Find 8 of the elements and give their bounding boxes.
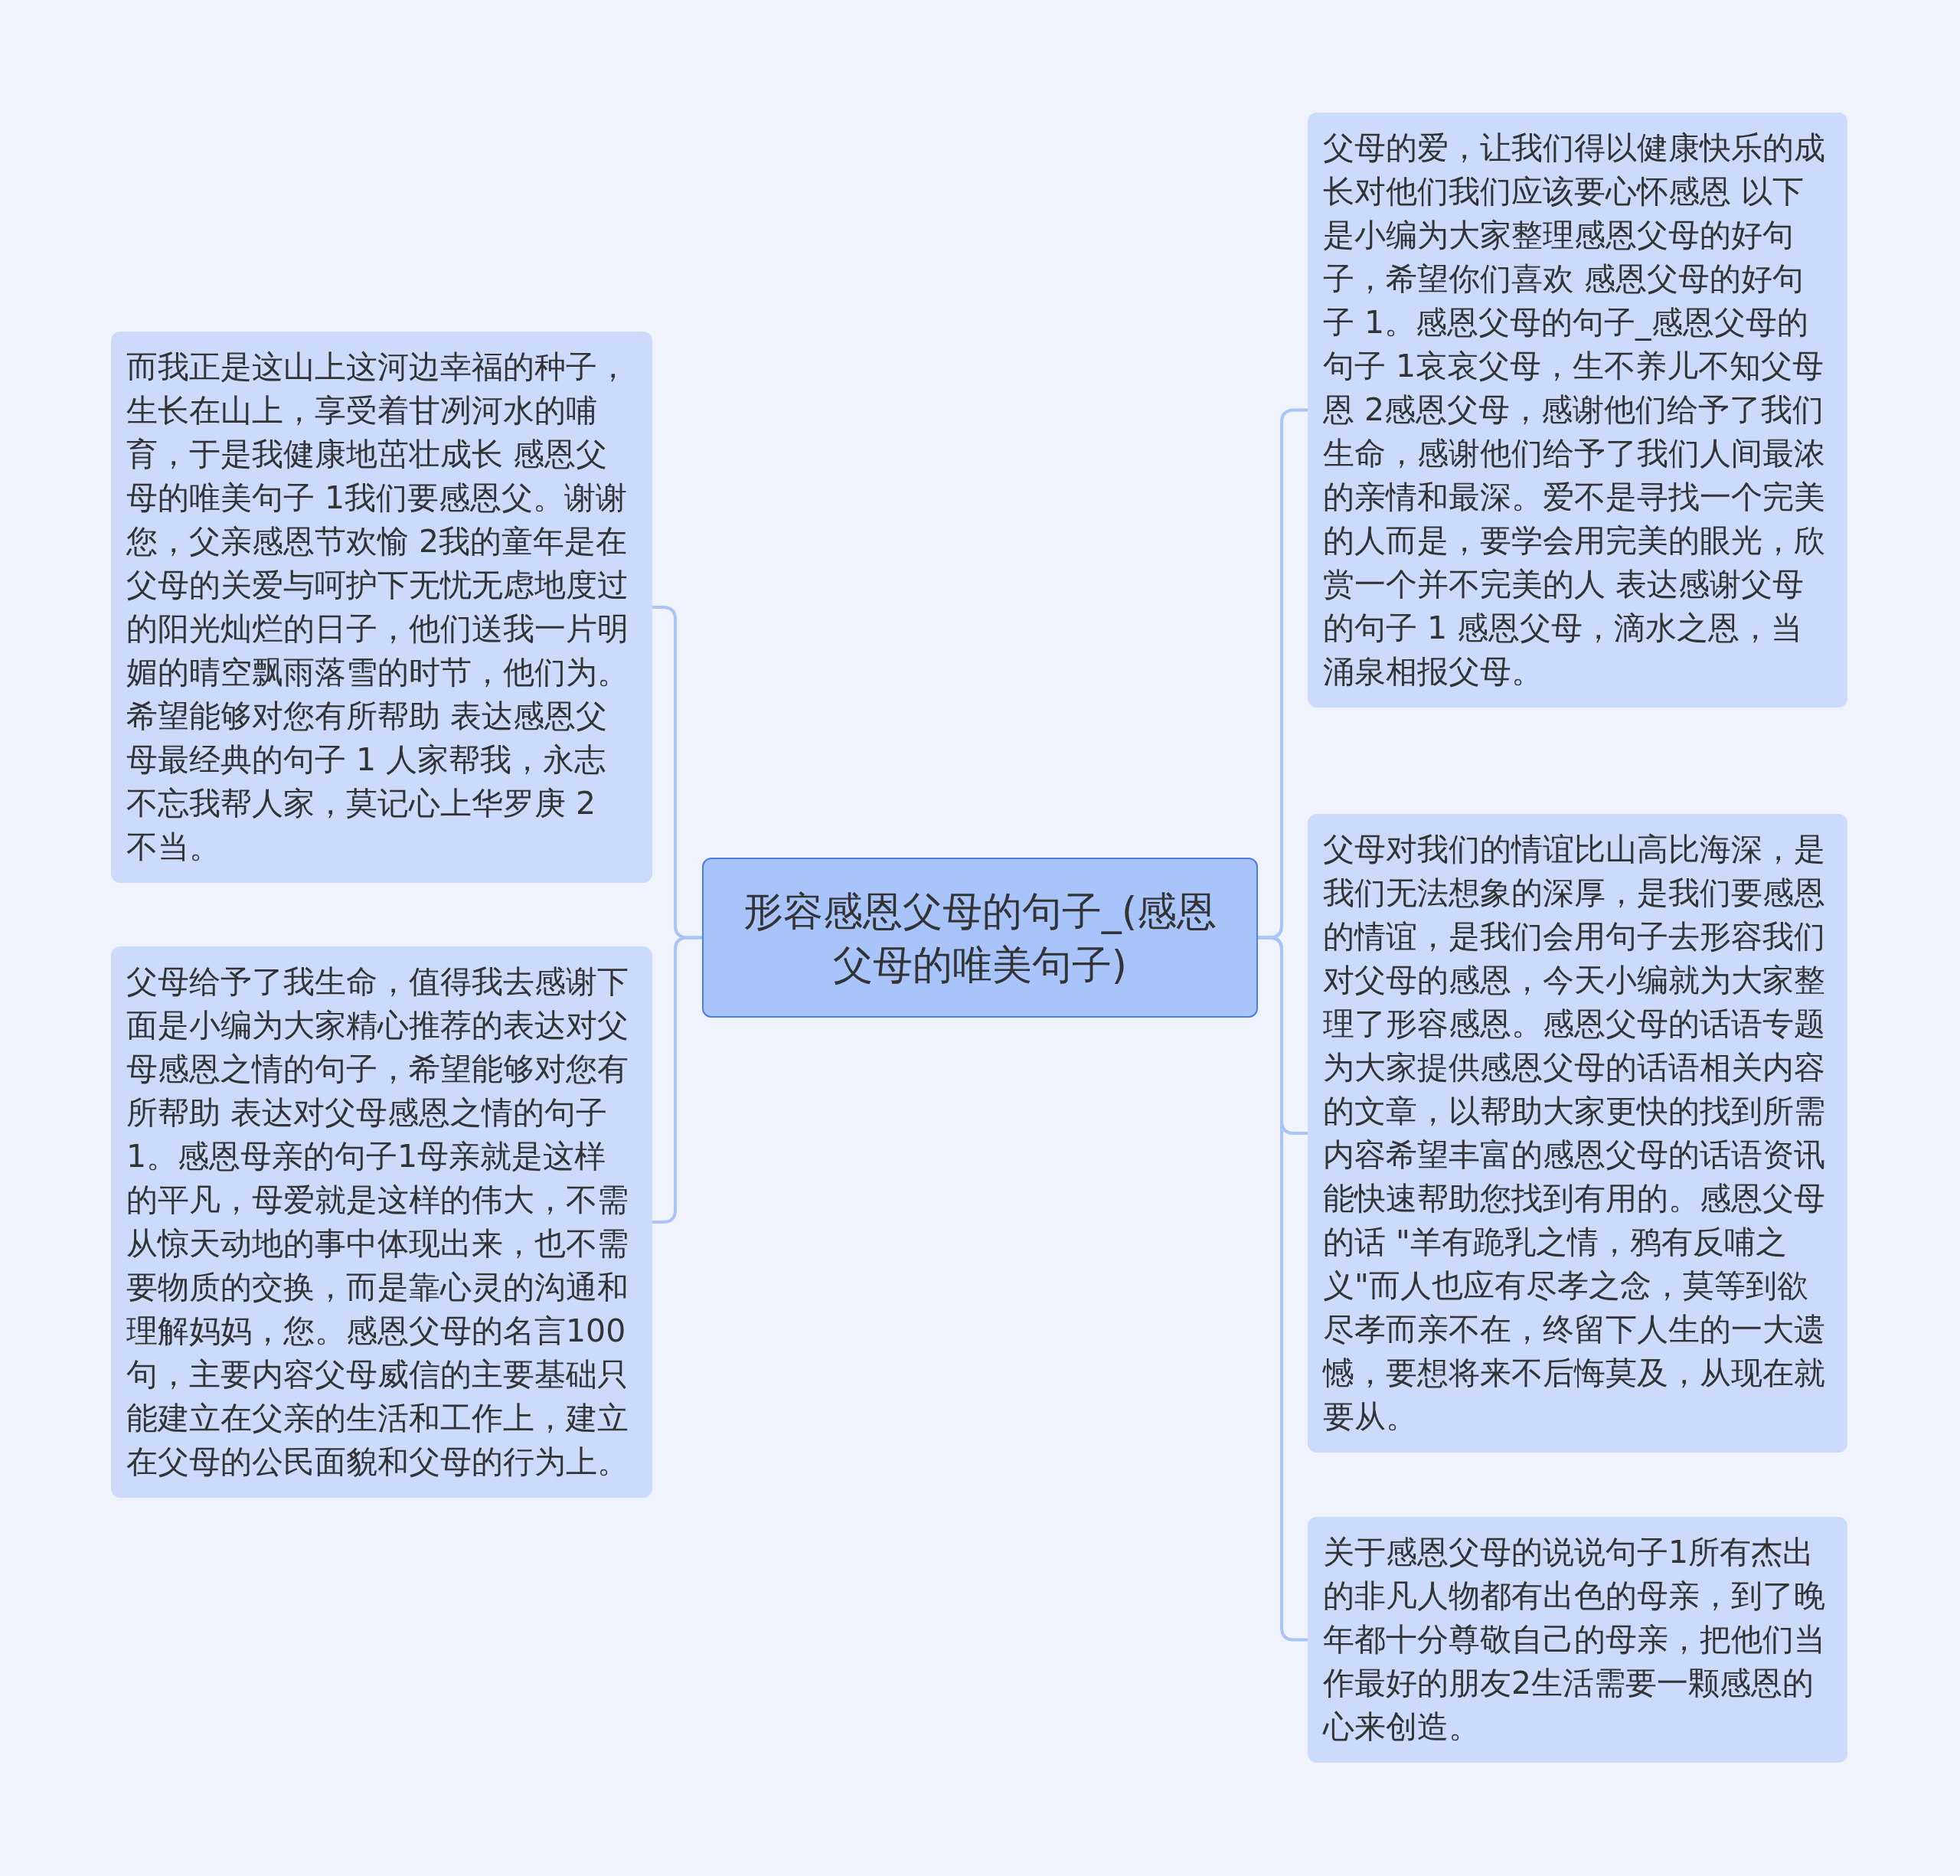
note-box	[1308, 1517, 1847, 1763]
topic-text: 形容感恩父母的句子_(感恩父母的唯美句子)	[742, 887, 1218, 989]
note-text: 父母给予了我生命，值得我去感谢下面是小编为大家精心推荐的表达对父母感恩之情的句子，希望能够对您有所帮助 表达对父母感恩之情的句子 1。感恩母亲的句子1母亲就是这样的平凡，母爱就是这样的伟大，不需从惊天动地的事中体现出来，也不需要物质的交换，而是靠心灵的沟通和理解妈妈，您。感恩父母的名言100句，主要内容父母威信的主要基础只能建立在父亲的生活和工作上，建立在父母的公民面貌和父母的行为上。	[126, 963, 629, 1482]
topic-box	[702, 858, 1258, 1018]
note-text: 父母的爱，让我们得以健康快乐的成长对他们我们应该要心怀感恩 以下是小编为大家整理感恩父母的好句子，希望你们喜欢 感恩父母的好句子 1。感恩父母的句子_感恩父母的句子 1哀哀父母，生不养儿不知父母恩 2感恩父母，感谢他们给予了我们生命，感谢他们给予了我们人间最浓的亲情和最深。爱不是寻找一个完美的人而是，要学会用完美的眼光，欣赏一个并不完美的人 表达感谢父母的句子 1 感恩父母，滴水之恩，当涌泉相报父母。	[1323, 129, 1826, 691]
note-text: 关于感恩父母的说说句子1所有杰出的非凡人物都有出色的母亲，到了晚年都十分尊敬自己的母亲，把他们当作最好的朋友2生活需要一颗感恩的心来创造。	[1323, 1533, 1826, 1747]
note-text: 父母对我们的情谊比山高比海深，是我们无法想象的深厚，是我们要感恩的情谊，是我们会用句子去形容我们对父母的感恩，今天小编就为大家整理了形容感恩。感恩父母的话语专题为大家提供感恩父母的话语相关内容的文章，以帮助大家更快的找到所需内容希望丰富的感恩父母的话语资讯能快速帮助您找到有用的。感恩父母的话 "羊有跪乳之情，鸦有反哺之义"而人也应有尽孝之念，莫等到欲尽孝而亲不在，终留下人生的一大遗憾，要想将来不后悔莫及，从现在就要从。	[1323, 830, 1826, 1436]
note-text: 而我正是这山上这河边幸福的种子，生长在山上，享受着甘冽河水的哺育，于是我健康地茁壮成长 感恩父母的唯美句子 1我们要感恩父。谢谢您，父亲感恩节欢愉 2我的童年是在父母的关爱与呵护下无忧无虑地度过的阳光灿烂的日子，他们送我一片明媚的晴空飘雨落雪的时节，他们为。希望能够对您有所帮助 表达感恩父母最经典的句子 1 人家帮我，永志不忘我帮人家，莫记心上华罗庚 2 不当。	[126, 348, 629, 867]
